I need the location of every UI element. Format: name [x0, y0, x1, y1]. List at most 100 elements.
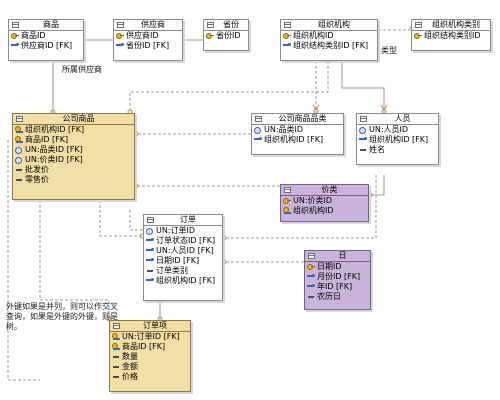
field-label: 组织机构ID [293, 206, 334, 215]
table-icon [415, 22, 422, 28]
entity-company-product[interactable]: 公司商品 组织机构ID [FK] 商品ID [FK] UN:品类ID [FK] … [12, 113, 135, 200]
foreign-key-icon [254, 137, 262, 143]
entity-org-category[interactable]: 组织机构类别 组织结构类别ID [411, 19, 491, 51]
field-row[interactable]: UN:价类ID [FK] [13, 155, 134, 165]
field-label: 批发价 [25, 165, 49, 174]
field-label: 商品ID [21, 31, 46, 40]
field-label: 订单类别 [156, 266, 188, 275]
field-row[interactable]: 数量 [110, 352, 190, 362]
field-row[interactable]: UN:品类ID [252, 125, 343, 135]
field-label: UN:人员ID [369, 125, 409, 134]
field-label: 组织机构ID [FK] [369, 135, 429, 144]
field-label: 省份ID [216, 31, 241, 40]
field-row[interactable]: 组织结构类别ID [FK] [281, 41, 377, 51]
field-label: 商品ID [FK] [25, 135, 69, 144]
field-row[interactable]: 组织机构ID [FK] [13, 125, 134, 135]
attribute-icon [307, 294, 315, 300]
primary-key-icon [414, 33, 422, 39]
primary-foreign-key-icon [112, 343, 120, 350]
primary-key-icon [116, 33, 124, 39]
field-row[interactable]: UN:人员ID [FK] [144, 246, 222, 256]
entity-order-item[interactable]: 订单项 UN:订单ID [FK] 商品ID [FK] 数量 金额 价格 [109, 320, 191, 392]
primary-key-icon [206, 33, 214, 39]
field-row[interactable]: 商品ID [9, 31, 83, 41]
field-label: UN:品类ID [FK] [25, 145, 83, 154]
field-row[interactable]: 商品ID [FK] [13, 135, 134, 145]
field-row[interactable]: 姓名 [357, 145, 438, 155]
table-icon [255, 116, 262, 122]
field-row[interactable]: UN:品类ID [FK] [13, 145, 134, 155]
unique-key-icon [146, 228, 154, 235]
field-row[interactable]: 商品ID [FK] [110, 342, 190, 352]
field-row[interactable]: 组织机构ID [FK] [252, 135, 343, 145]
field-label: 数量 [122, 352, 138, 361]
entity-price-class[interactable]: 价类 UN:价类ID 组织机构ID [280, 184, 369, 222]
attribute-icon [112, 364, 120, 370]
foreign-key-icon [146, 258, 154, 264]
field-row[interactable]: 日期ID [FK] [144, 256, 222, 266]
field-label: 组织机构ID [FK] [156, 276, 216, 285]
field-row[interactable]: 农历日 [305, 292, 370, 302]
field-row[interactable]: 组织机构ID [281, 206, 368, 216]
field-label: 商品ID [FK] [122, 342, 166, 351]
field-row[interactable]: 年ID [FK] [305, 282, 370, 292]
entity-product[interactable]: 商品 商品ID 供应商ID [FK] [8, 19, 84, 61]
primary-key-icon [11, 33, 19, 39]
field-label: UN:订单ID [156, 226, 196, 235]
entity-title: 公司商品 [62, 114, 95, 123]
table-icon [147, 217, 154, 223]
entity-title: 供应商 [141, 20, 165, 29]
field-row[interactable]: 价格 [110, 372, 190, 382]
field-label: 姓名 [369, 145, 385, 154]
field-label: 组织机构ID [FK] [25, 125, 85, 134]
entity-title: 省份 [223, 20, 239, 29]
field-row[interactable]: 批发价 [13, 165, 134, 175]
field-label: UN:价类ID [FK] [25, 155, 83, 164]
entity-title: 价类 [321, 185, 338, 194]
field-row[interactable]: 订单状态ID [FK] [144, 236, 222, 246]
field-row[interactable]: 组织机构ID [FK] [144, 276, 222, 286]
primary-foreign-key-icon [15, 126, 23, 133]
field-row[interactable]: 组织结构类别ID [412, 31, 490, 41]
entity-province[interactable]: 省份 省份ID [203, 19, 249, 51]
field-row[interactable]: 月份ID [FK] [305, 272, 370, 282]
entity-org[interactable]: 组织机构 组织机构ID 组织结构类别ID [FK] [280, 19, 378, 61]
field-row[interactable]: 金额 [110, 362, 190, 372]
field-row[interactable]: 组织机构ID [FK] [357, 135, 438, 145]
entity-product-category[interactable]: 公司商品品类 UN:品类ID 组织机构ID [FK] [251, 113, 344, 155]
field-row[interactable]: UN:人员ID [357, 125, 438, 135]
field-row[interactable]: UN:价类ID [281, 196, 368, 206]
field-label: 金额 [122, 362, 138, 371]
primary-key-icon [307, 264, 315, 270]
entity-title: 组织机构类别 [432, 20, 480, 29]
entity-person[interactable]: 人员 UN:人员ID 组织机构ID [FK] 姓名 [356, 113, 439, 165]
table-icon [113, 323, 120, 329]
field-row[interactable]: 省份ID [FK] [114, 41, 182, 51]
primary-foreign-key-icon [112, 333, 120, 340]
attribute-icon [146, 268, 154, 274]
foreign-key-icon [307, 274, 315, 280]
line-person-price-class [369, 175, 385, 196]
field-row[interactable]: UN:订单ID [144, 226, 222, 236]
entity-day[interactable]: 日 日期ID 月份ID [FK] 年ID [FK] 农历日 [304, 250, 371, 310]
field-row[interactable]: 供应商ID [114, 31, 182, 41]
field-row[interactable]: 省份ID [204, 31, 248, 41]
foreign-key-icon [146, 248, 154, 254]
field-row[interactable]: 订单类别 [144, 266, 222, 276]
line-company-product-order-item [39, 200, 110, 320]
entity-title: 商品 [43, 20, 59, 29]
field-row[interactable]: 组织机构ID [281, 31, 377, 41]
entity-order[interactable]: 订单 UN:订单ID 订单状态ID [FK] UN:人员ID [FK] 日期ID… [143, 214, 223, 301]
line-org-left-loop [7, 140, 40, 381]
field-row[interactable]: 供应商ID [FK] [9, 41, 83, 51]
entity-supplier[interactable]: 供应商 供应商ID 省份ID [FK] [113, 19, 183, 61]
field-row[interactable]: 日期ID [305, 262, 370, 272]
table-icon [16, 116, 23, 122]
field-row[interactable]: UN:订单ID [FK] [110, 332, 190, 342]
field-label: 供应商ID [FK] [21, 41, 73, 50]
table-icon [284, 22, 291, 28]
field-row[interactable]: 零售价 [13, 175, 134, 185]
field-label: 供应商ID [126, 31, 159, 40]
field-label: UN:订单ID [FK] [122, 332, 180, 341]
